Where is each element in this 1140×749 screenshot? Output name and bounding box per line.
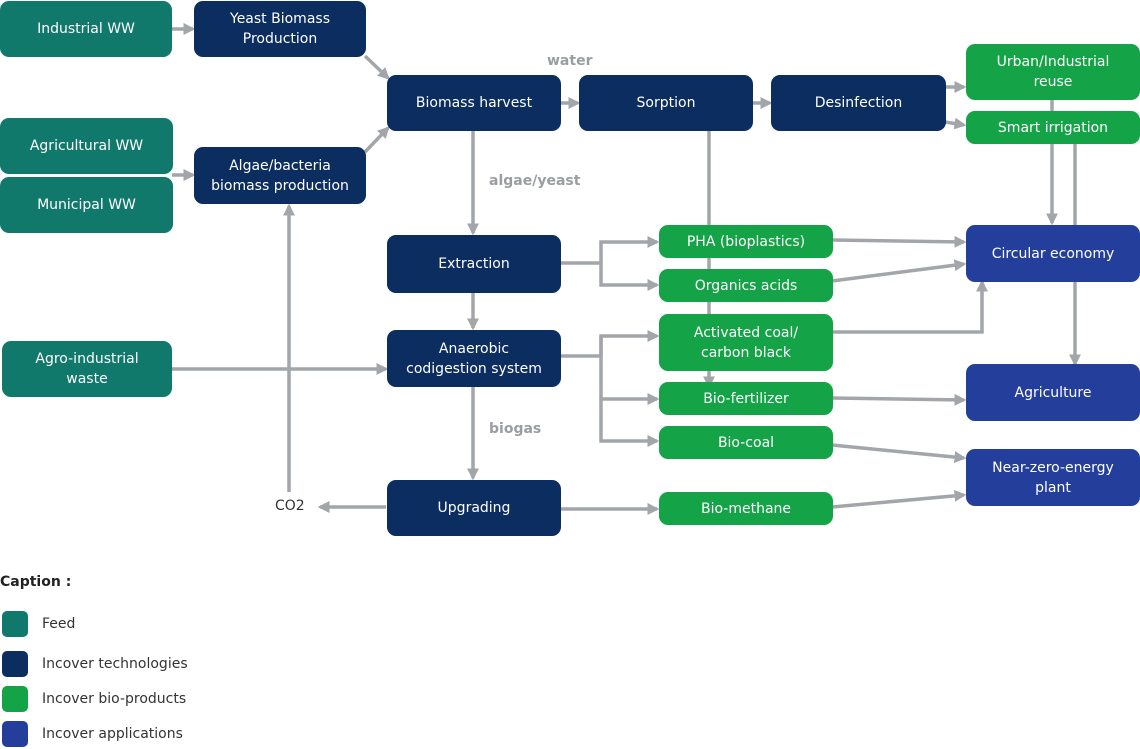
node-bio-fertilizer: Bio-fertilizer — [659, 382, 833, 415]
node-desinfection: Desinfection — [771, 75, 946, 131]
arrow-anaerobic-to-biocoal — [599, 399, 660, 447]
node-biomass-harvest: Biomass harvest — [387, 75, 561, 131]
arrow-anaerobic-to-fertilizer — [599, 336, 660, 405]
node-upgrading: Upgrading — [387, 480, 561, 536]
node-near-zero-energy-plant: Near-zero-energy plant — [966, 449, 1140, 506]
arrow-desinfection-to-irrigation — [944, 117, 967, 130]
legend-swatch-products — [2, 686, 28, 712]
node-industrial-ww: Industrial WW — [0, 1, 172, 57]
arrow-extraction-to-pha — [560, 236, 660, 265]
label-biogas: biogas — [489, 421, 542, 437]
node-urban-industrial-reuse: Urban/Industrial reuse — [966, 44, 1140, 100]
node-agricultural-ww: Agricultural WW — [0, 118, 173, 174]
arrow-pha-to-circular — [831, 235, 967, 248]
node-algae-biomass-production: Algae/bacteria biomass production — [194, 147, 366, 204]
node-pha-bioplastics: PHA (bioplastics) — [659, 225, 833, 258]
legend-item-tech: Incover technologies — [2, 651, 188, 677]
node-smart-irrigation: Smart irrigation — [966, 111, 1140, 144]
node-activated-coal: Activated coal/ carbon black — [659, 314, 833, 371]
legend-label: Incover bio-products — [42, 691, 187, 707]
arrow-fertilizer-to-agriculture — [831, 393, 967, 406]
legend-swatch-tech — [2, 651, 28, 677]
legend-label: Incover technologies — [42, 656, 188, 672]
legend-title: Caption : — [0, 574, 72, 590]
node-yeast-biomass-production: Yeast Biomass Production — [194, 1, 366, 57]
arrow-biomethane-to-nze — [831, 489, 967, 509]
legend-item-products: Incover bio-products — [2, 686, 186, 712]
node-municipal-ww: Municipal WW — [0, 177, 173, 233]
legend-item-applications: Incover applications — [2, 721, 183, 747]
label-water: water — [547, 53, 593, 69]
arrow-coal-to-circular — [832, 279, 988, 334]
legend-swatch-applications — [2, 721, 28, 747]
legend-label: Feed — [42, 616, 76, 632]
legend-swatch-feed — [2, 611, 28, 637]
label-algae-yeast: algae/yeast — [489, 173, 581, 189]
arrow-algae-to-harvest — [363, 126, 390, 154]
node-sorption: Sorption — [579, 75, 753, 131]
legend-item-feed: Feed — [2, 611, 75, 637]
node-bio-methane: Bio-methane — [659, 492, 833, 525]
node-circular-economy: Circular economy — [966, 225, 1140, 282]
arrow-anaerobic-to-coal — [560, 330, 660, 358]
arrow-extraction-to-acids — [599, 263, 660, 291]
arrow-acids-to-circular — [831, 259, 967, 283]
node-anaerobic-codigestion: Anaerobic codigestion system — [387, 330, 561, 387]
legend-label: Incover applications — [42, 726, 183, 742]
arrow-yeast-to-harvest — [363, 54, 390, 80]
node-agro-industrial-waste: Agro-industrial waste — [2, 341, 172, 397]
node-organic-acids: Organics acids — [659, 269, 833, 302]
node-agriculture: Agriculture — [966, 364, 1140, 421]
label-co2: CO2 — [275, 498, 305, 514]
node-extraction: Extraction — [387, 235, 561, 293]
node-bio-coal: Bio-coal — [659, 426, 833, 459]
arrow-biocoal-to-nze — [831, 443, 967, 463]
